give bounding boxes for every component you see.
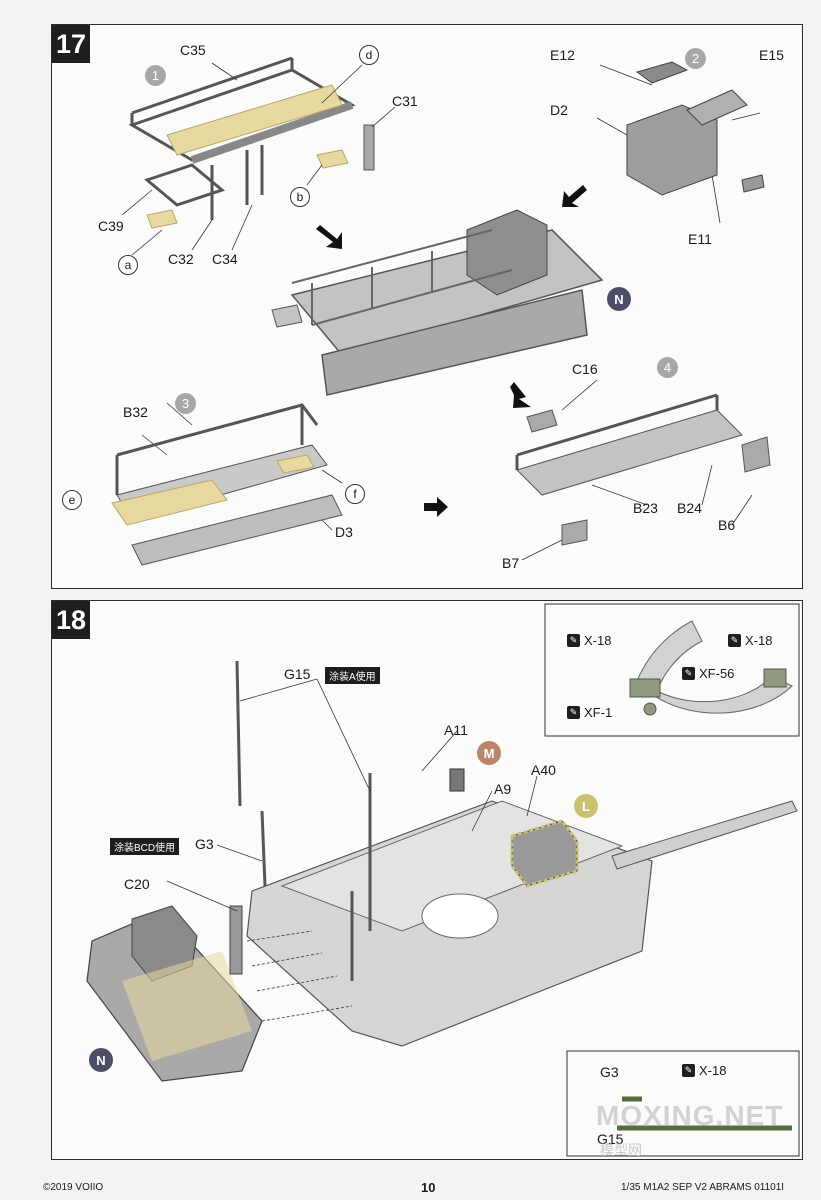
page-number: 10 xyxy=(421,1180,436,1195)
paint-code: X-18 xyxy=(745,633,773,648)
subassembly-n-badge: N xyxy=(89,1048,113,1072)
part-label-b24: B24 xyxy=(677,500,702,516)
paint-code: XF-1 xyxy=(584,705,613,720)
step-17-panel: 17 xyxy=(51,24,803,589)
part-label-c34: C34 xyxy=(212,251,238,267)
brush-icon: ✎ xyxy=(728,634,741,647)
part-label-c31: C31 xyxy=(392,93,418,109)
brush-icon: ✎ xyxy=(567,706,580,719)
part-label-b32: B32 xyxy=(123,404,148,420)
paint-x18-a: ✎ X-18 xyxy=(567,633,611,648)
part-label-c20: C20 xyxy=(124,876,150,892)
antenna-inset-g15-label: G15 xyxy=(597,1131,624,1147)
subassembly-l-badge: L xyxy=(574,794,598,818)
footer-product: 1/35 M1A2 SEP V2 ABRAMS 01101I xyxy=(621,1182,785,1193)
paint-x18-b: ✎ X-18 xyxy=(728,633,772,648)
part-label-c39: C39 xyxy=(98,218,124,234)
etch-letter-d: d xyxy=(359,45,379,65)
sub-step-4: 4 xyxy=(657,357,678,378)
footer-copyright: ©2019 VOIIO xyxy=(43,1182,104,1193)
part-label-b23: B23 xyxy=(633,500,658,516)
watermark-sub: 模型网 xyxy=(600,1142,642,1158)
part-label-g3: G3 xyxy=(195,836,214,852)
part-label-d2: D2 xyxy=(550,102,568,118)
brush-icon: ✎ xyxy=(682,1064,695,1077)
step-18-drawing xyxy=(86,603,800,1157)
part-label-a9: A9 xyxy=(494,781,512,797)
antenna-inset-paint: ✎ X-18 xyxy=(682,1063,726,1078)
paint-xf1: ✎ XF-1 xyxy=(567,705,612,720)
brush-icon: ✎ xyxy=(682,667,695,680)
part-label-b7: B7 xyxy=(502,555,520,571)
part-label-e11: E11 xyxy=(688,231,712,247)
antenna-inset-g3-label: G3 xyxy=(600,1064,619,1080)
part-label-b6: B6 xyxy=(718,517,736,533)
paint-scheme-bcd-tag: 涂装BCD使用 xyxy=(110,838,180,855)
part-label-e12: E12 xyxy=(550,47,575,63)
part-label-e15: E15 xyxy=(759,47,784,63)
part-label-c16: C16 xyxy=(572,361,598,377)
paint-code: X-18 xyxy=(699,1063,727,1078)
part-label-g15: G15 xyxy=(284,666,311,682)
part-label-a11: A11 xyxy=(444,722,468,738)
subassembly-m-badge: M xyxy=(477,741,501,765)
paint-code: XF-56 xyxy=(699,666,735,681)
sub-step-2: 2 xyxy=(685,48,706,69)
sub-step-1: 1 xyxy=(145,65,166,86)
step-18-panel: 18 xyxy=(51,600,803,1160)
part-label-c35: C35 xyxy=(180,42,206,58)
etch-letter-a: a xyxy=(118,255,138,275)
paint-code: X-18 xyxy=(584,633,612,648)
step-17-number: 17 xyxy=(52,25,90,63)
paint-scheme-a-tag: 涂装A使用 xyxy=(325,667,380,684)
subassembly-n-badge: N xyxy=(607,287,631,311)
step-18-number: 18 xyxy=(52,601,90,639)
etch-letter-b: b xyxy=(290,187,310,207)
brush-icon: ✎ xyxy=(567,634,580,647)
watermark: MOXING.NET xyxy=(596,1100,784,1131)
part-label-d3: D3 xyxy=(335,524,353,540)
step-17-drawing xyxy=(111,56,771,566)
paint-xf56: ✎ XF-56 xyxy=(682,666,734,681)
part-label-c32: C32 xyxy=(168,251,194,267)
etch-letter-e: e xyxy=(62,490,82,510)
part-label-a40: A40 xyxy=(531,762,556,778)
sub-step-3: 3 xyxy=(175,393,196,414)
etch-letter-f: f xyxy=(345,484,365,504)
